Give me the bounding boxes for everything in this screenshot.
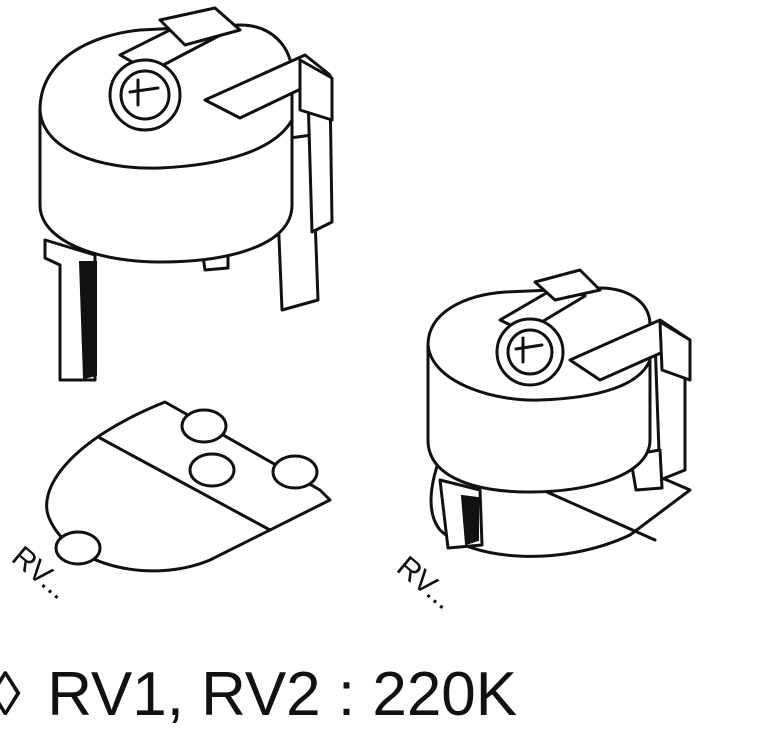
pot-top-tab [158,6,242,47]
footprint-outline [45,400,332,573]
mounted-side-tab [658,320,692,382]
pot-side-tab [298,58,334,122]
pcb-label-right: RV... [391,550,461,616]
footprint-divider [98,436,272,532]
diamond-bullet-icon: ◊ [0,660,21,729]
pot-leg-front-shade [78,261,97,380]
footprint-pad-2 [188,452,236,488]
caption-text: RV1, RV2 : 220K [47,660,518,729]
adjustment-screw-slot [128,78,160,107]
trimmer-potentiometer-mounted: RV... [391,268,692,616]
footprint-pad-1 [180,408,228,444]
pcb-footprint: RV... [6,400,332,606]
mounted-screw-inner [506,328,554,376]
adjustment-screw-inner [119,69,171,121]
mounted-leg-front-shade [460,494,479,546]
mounted-body-rim [426,343,652,402]
pot-body-rim [38,108,294,170]
component-value-caption: ◊ RV1, RV2 : 220K [0,660,759,730]
mounted-body [426,286,652,494]
footprint-pad-4 [54,530,102,566]
mounted-top-tab [533,268,602,302]
trimmer-potentiometer-large [38,6,334,382]
mounted-screw-slot [514,336,544,364]
footprint-pad-3 [271,454,319,490]
